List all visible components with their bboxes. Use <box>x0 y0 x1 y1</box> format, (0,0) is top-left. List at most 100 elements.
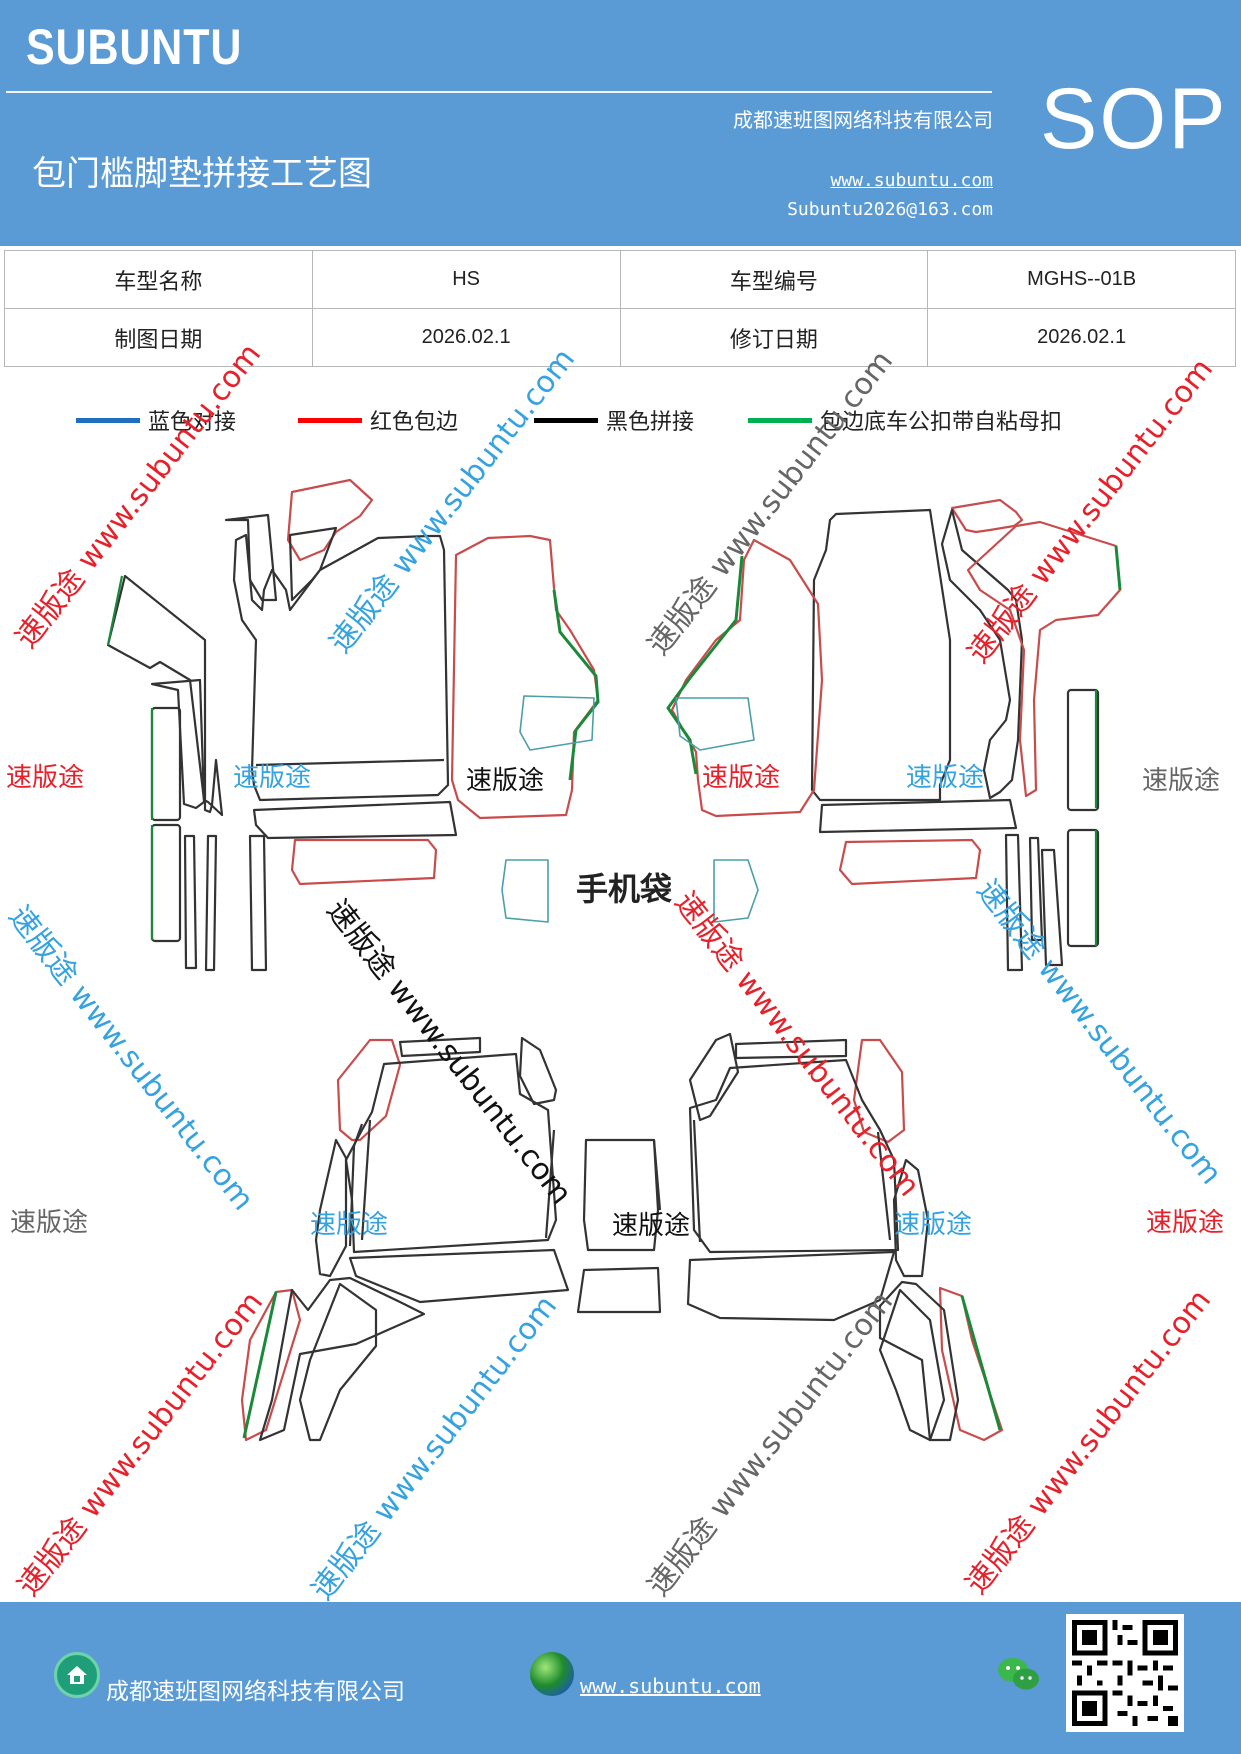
mat-piece <box>1114 545 1122 591</box>
mat-piece <box>852 1038 906 1144</box>
mat-piece <box>688 1058 900 1254</box>
mat-piece <box>348 1123 364 1247</box>
mat-piece <box>686 1250 896 1322</box>
mat-piece <box>336 1038 402 1142</box>
watermark-brand: 速版途 <box>1142 766 1221 796</box>
mat-piece <box>298 1282 378 1442</box>
legend: 蓝色对接 红色包边 黑色拼接 包边底车公扣带自粘母扣 <box>0 404 1241 436</box>
mat-piece <box>242 1291 278 1439</box>
draw-date-value: 2026.02.1 <box>311 308 621 367</box>
mat-piece <box>106 574 224 817</box>
model-code-value: MGHS--01B <box>927 250 1236 309</box>
mat-piece <box>290 838 438 886</box>
legend-label: 蓝色对接 <box>148 410 237 435</box>
model-name-label: 车型名称 <box>4 250 313 309</box>
mat-piece <box>675 697 755 751</box>
rear-pieces <box>240 1032 1004 1442</box>
mat-piece <box>204 834 218 972</box>
mat-piece <box>552 589 600 781</box>
watermark-brand: 速版途 <box>612 1211 691 1241</box>
mat-piece <box>360 1119 372 1241</box>
header-company: 成都速班图网络科技有限公司 <box>733 108 993 132</box>
mat-piece <box>810 508 952 802</box>
mat-piece <box>652 1139 662 1211</box>
mat-piece <box>938 1286 1004 1442</box>
mat-piece <box>150 823 182 943</box>
mat-piece <box>688 1032 740 1122</box>
legend-label: 红色包边 <box>370 410 459 435</box>
legend-item-green: 包边底车公扣带自粘母扣 <box>748 404 1062 436</box>
mat-piece <box>258 1276 426 1442</box>
mat-piece <box>348 1248 570 1304</box>
globe-icon <box>530 1652 574 1696</box>
header-website-link[interactable]: www.subuntu.com <box>830 170 993 191</box>
table-row: 车型名称 HS 车型编号 MGHS--01B <box>4 250 1236 309</box>
mat-piece <box>960 1295 1002 1431</box>
floor-mat-diagram <box>106 478 1122 1442</box>
watermark-brand: 速版途 <box>233 763 312 793</box>
header-divider <box>6 91 992 93</box>
mat-piece <box>713 859 759 923</box>
mat-piece <box>398 1036 482 1058</box>
mat-piece <box>838 838 982 886</box>
mat-piece <box>666 555 744 775</box>
mat-piece <box>106 575 124 646</box>
brand-logo: SUBUNTU <box>26 19 243 75</box>
mat-piece <box>1066 828 1100 948</box>
mat-piece <box>1066 688 1100 812</box>
watermark-brand: 速版途 <box>10 1208 89 1238</box>
draw-date-label: 制图日期 <box>4 308 313 367</box>
mat-piece <box>518 1036 558 1106</box>
header: SUBUNTU 成都速班图网络科技有限公司 包门槛脚垫拼接工艺图 www.sub… <box>0 0 1241 246</box>
mat-piece <box>818 798 1018 834</box>
legend-swatch-red <box>298 417 362 423</box>
mat-piece <box>876 1131 892 1241</box>
home-icon <box>54 1652 100 1698</box>
mat-piece <box>544 1129 556 1239</box>
mat-piece <box>240 1288 302 1442</box>
watermark-brand: 速版途 <box>310 1210 389 1240</box>
mat-piece <box>232 533 450 802</box>
table-row: 制图日期 2026.02.1 修订日期 2026.02.1 <box>4 308 1236 367</box>
document-title: 包门槛脚垫拼接工艺图 <box>32 154 372 194</box>
phone-bag-label: 手机袋 <box>576 870 673 908</box>
mat-piece <box>1040 848 1064 967</box>
legend-label: 黑色拼接 <box>606 410 695 435</box>
footer-website-link[interactable]: www.subuntu.com <box>580 1674 761 1698</box>
legend-item-red: 红色包边 <box>298 404 458 436</box>
mat-piece <box>878 1280 960 1442</box>
mat-piece <box>1028 836 1044 942</box>
mat-piece <box>344 1052 558 1254</box>
mat-piece <box>150 678 206 810</box>
mat-piece <box>255 758 445 767</box>
mat-piece <box>576 1266 662 1314</box>
mat-piece <box>248 834 268 972</box>
legend-swatch-green <box>748 417 812 423</box>
mat-piece <box>183 834 198 970</box>
mat-piece <box>1004 833 1024 972</box>
front-right-pieces <box>666 498 1122 972</box>
legend-label: 包边底车公扣带自粘母扣 <box>820 410 1063 435</box>
sop-badge: SOP <box>1040 71 1228 167</box>
model-name-value: HS <box>311 250 621 309</box>
header-email: Subuntu2026@163.com <box>787 199 993 220</box>
mat-piece <box>150 706 182 822</box>
watermark-brand: 速版途 <box>906 763 985 793</box>
front-left-pieces <box>106 478 600 972</box>
watermark-brand: 速版途 <box>466 766 545 796</box>
footer-company: 成都速班图网络科技有限公司 <box>106 1679 405 1705</box>
legend-item-blue: 蓝色对接 <box>76 404 236 436</box>
qr-code <box>1066 1614 1184 1732</box>
info-table: 车型名称 HS 车型编号 MGHS--01B 制图日期 2026.02.1 修订… <box>4 250 1236 367</box>
mat-piece <box>734 1038 848 1060</box>
watermark-brand: 速版途 <box>894 1210 973 1240</box>
watermark-brand: 速版途 <box>702 763 781 793</box>
legend-swatch-blue <box>76 417 140 423</box>
legend-swatch-black <box>534 417 598 423</box>
mat-piece <box>692 1119 702 1243</box>
mat-piece <box>286 478 374 562</box>
mat-piece <box>892 1158 930 1278</box>
legend-item-black: 黑色拼接 <box>534 404 694 436</box>
watermark-brand: 速版途 <box>1146 1208 1225 1238</box>
mat-piece <box>950 498 1024 534</box>
